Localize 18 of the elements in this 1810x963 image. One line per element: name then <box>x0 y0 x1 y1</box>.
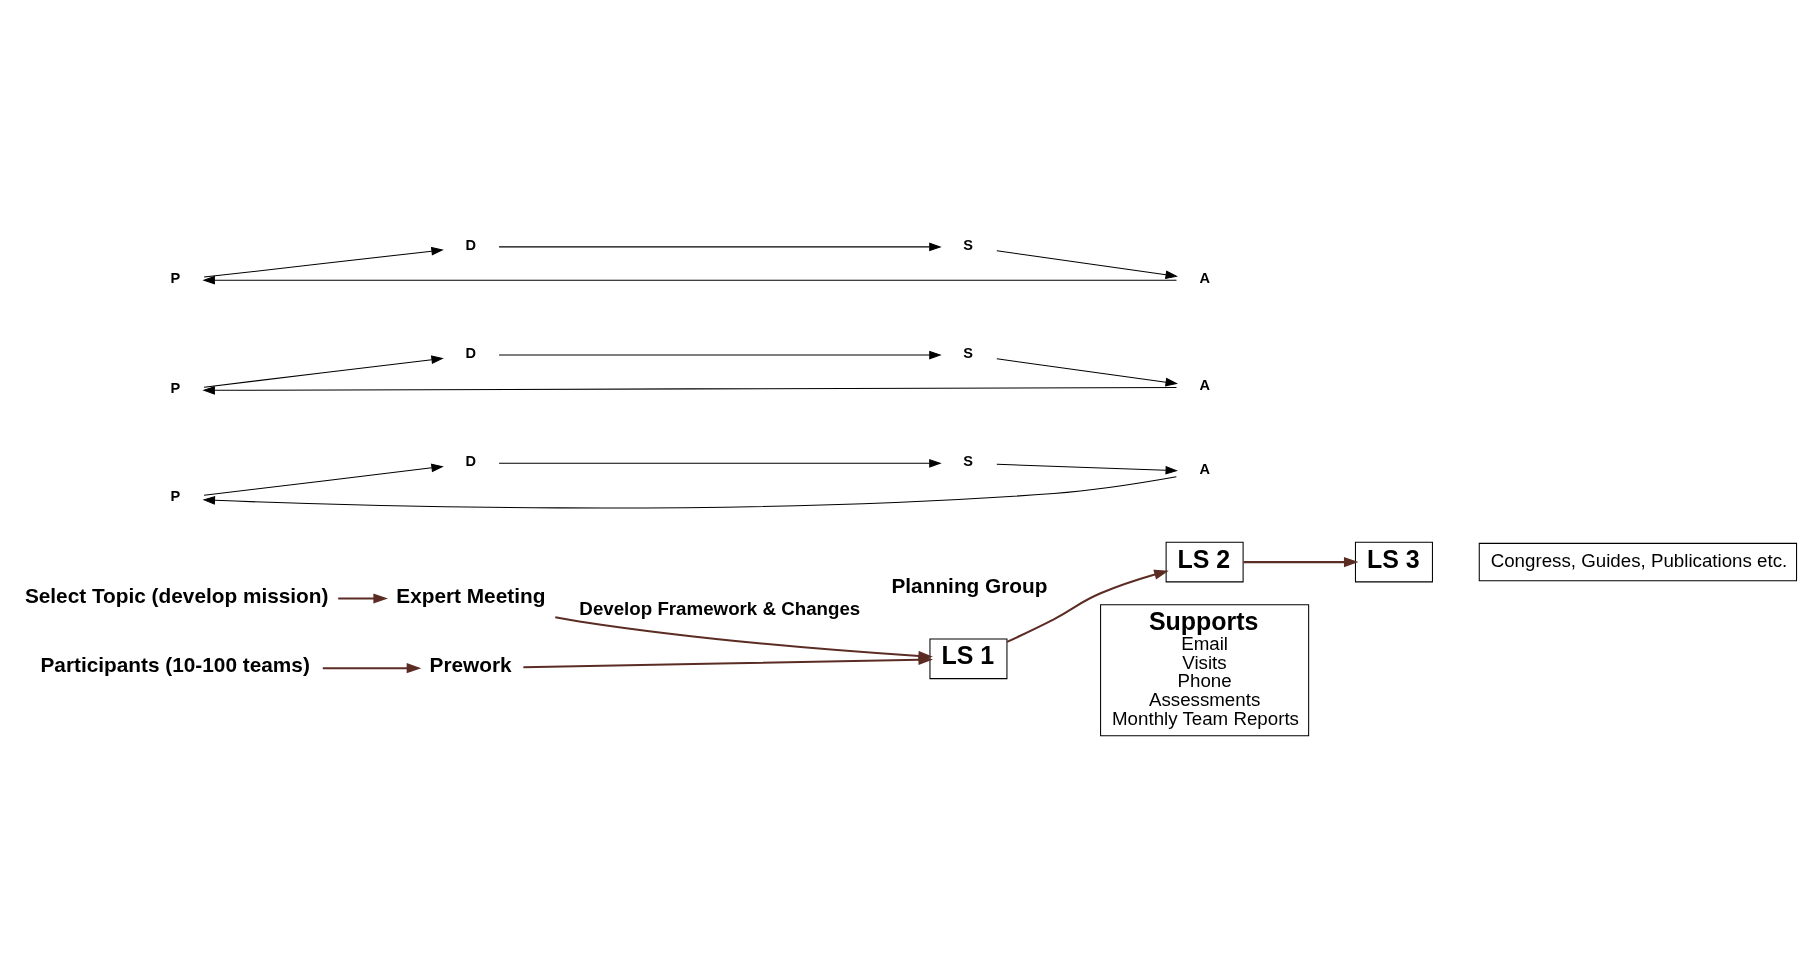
node-text: Participants (10-100 teams) <box>40 652 310 676</box>
node-text: S <box>963 344 973 361</box>
node-text: Prework <box>429 652 512 676</box>
node-text: P <box>170 269 181 286</box>
node-text: D <box>465 344 476 361</box>
node-text: S <box>963 236 973 253</box>
node-text: Expert Meeting <box>396 583 546 607</box>
edge-label: Develop Framework & Changes <box>579 597 861 619</box>
node-text: P <box>170 487 181 504</box>
node-text: P <box>170 379 181 396</box>
node-text: A <box>1199 376 1210 393</box>
node-text: Select Topic (develop mission) <box>24 583 329 607</box>
node-text: D <box>465 452 476 469</box>
node-text: A <box>1199 460 1210 477</box>
node-text: S <box>963 452 973 469</box>
node-text: A <box>1199 269 1210 286</box>
node-text: D <box>465 236 476 253</box>
label: Planning Group <box>891 573 1048 597</box>
